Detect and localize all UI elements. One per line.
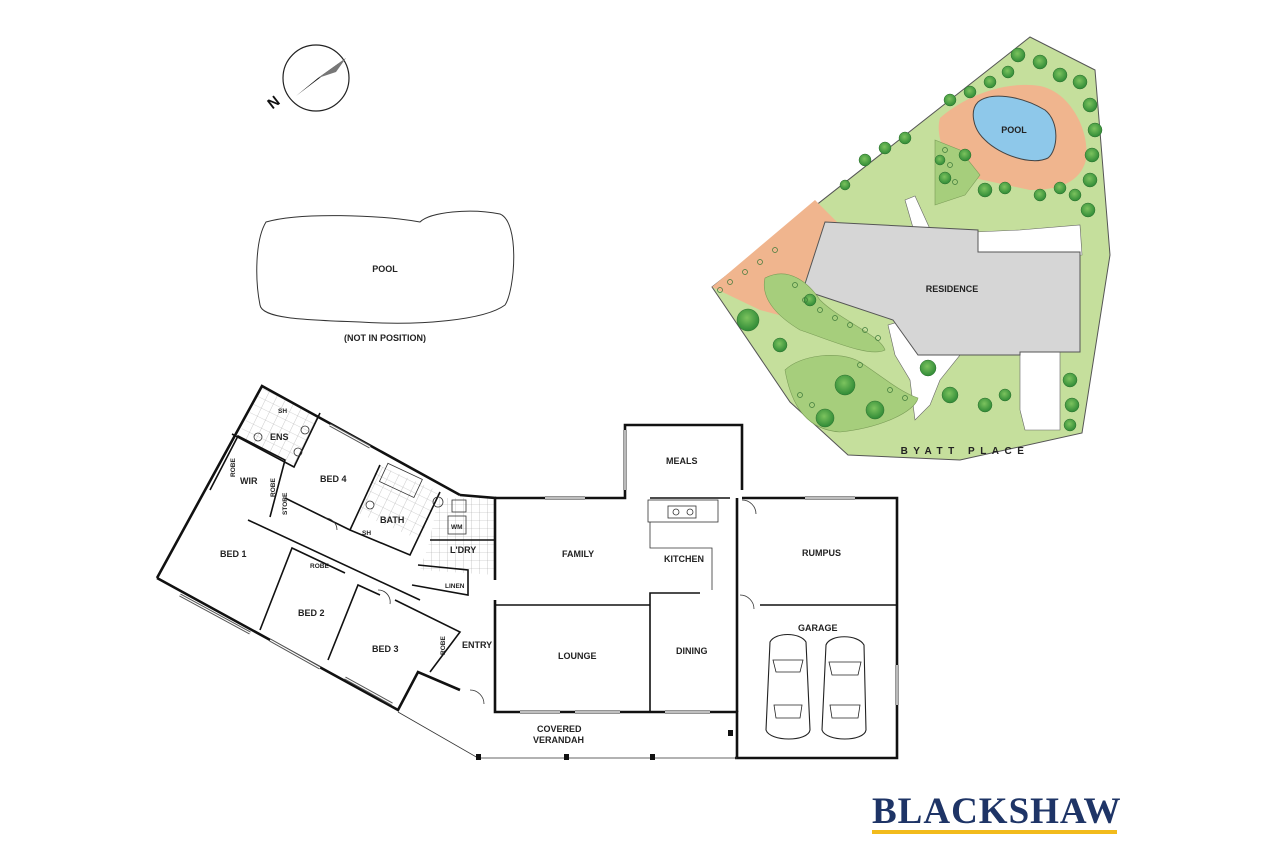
- label-robe-bed2: ROBE: [310, 563, 329, 570]
- label-garage: GARAGE: [798, 623, 838, 633]
- wall-bedroom-wing: [155, 384, 461, 579]
- label-kitchen: KITCHEN: [664, 554, 704, 564]
- compass-north-label: N: [264, 93, 283, 113]
- windows: [179, 423, 899, 714]
- kitchen-bench: [647, 499, 719, 523]
- kitchen-sink-icon: [667, 505, 697, 519]
- cooktop-burner-icon: [672, 508, 680, 516]
- label-rumpus: RUMPUS: [802, 548, 841, 558]
- site-garden-bed-c: [934, 139, 981, 206]
- site-pool-water: [972, 95, 1057, 162]
- toilet-icon: [432, 496, 444, 508]
- site-driveway: [1019, 349, 1061, 431]
- wall-bed3-entry: [394, 599, 462, 673]
- wall-ens: [231, 412, 321, 469]
- site-pool-label: POOL: [1001, 125, 1027, 135]
- basin-icon: [365, 500, 375, 510]
- wall-bed1-2: [259, 546, 346, 631]
- car-icon: [821, 636, 867, 740]
- label-robe-bed3: ROBE: [440, 636, 447, 655]
- cooktop-burner-icon: [686, 508, 694, 516]
- wall-wir: [209, 434, 286, 518]
- site-residence-roof: [802, 221, 1081, 356]
- label-robe-store: ROBE: [270, 478, 277, 497]
- wall-bed2-3: [327, 583, 381, 661]
- basin-icon: [253, 432, 263, 442]
- site-paving-west: [712, 200, 845, 318]
- washing-machine-icon: [447, 515, 467, 535]
- kitchen-island: [649, 522, 713, 590]
- label-store: STORE: [282, 492, 289, 515]
- label-verandah-line1: COVERED: [537, 724, 582, 734]
- label-meals: MEALS: [666, 456, 698, 466]
- label-family: FAMILY: [562, 549, 594, 559]
- brand-underline: [872, 830, 1117, 834]
- brand-logo: BLACKSHAW: [872, 791, 1122, 832]
- label-ens: ENS: [270, 432, 289, 442]
- label-sh-bath: SH: [362, 530, 371, 537]
- pool-label: POOL: [372, 264, 398, 274]
- site-shrubs: [717, 147, 958, 408]
- label-bed2: BED 2: [298, 608, 325, 618]
- site-garden-bed-b: [763, 273, 886, 353]
- toilet-icon: [300, 425, 310, 435]
- compass: N: [264, 44, 350, 113]
- label-entry: ENTRY: [462, 640, 492, 650]
- label-bed3: BED 3: [372, 644, 399, 654]
- house-floor-plan: SH ENS WIR ROBE ROBE STORE BED 4 BATH SH…: [155, 384, 899, 760]
- wall-bath: [349, 491, 441, 557]
- label-bath: BATH: [380, 515, 404, 525]
- tiled-laundry: [420, 498, 495, 575]
- tiled-bath: [358, 465, 440, 540]
- pool-outline: POOL (NOT IN POSITION): [256, 210, 515, 343]
- label-lounge: LOUNGE: [558, 651, 597, 661]
- wall-main-south: [493, 600, 739, 758]
- label-bed4: BED 4: [320, 474, 347, 484]
- bathtub-icon: [378, 462, 423, 499]
- label-wm: WM: [451, 524, 463, 531]
- wall-hall: [247, 519, 421, 601]
- compass-needle-tail-icon: [318, 58, 346, 78]
- basin-icon: [293, 447, 303, 457]
- site-trees: [736, 47, 1103, 432]
- label-sh-ensuite: SH: [278, 408, 287, 415]
- doors: [324, 499, 757, 705]
- wall-linen: [411, 564, 469, 596]
- label-linen: LINEN: [445, 583, 465, 590]
- label-verandah-line2: VERANDAH: [533, 735, 584, 745]
- label-wir: WIR: [240, 476, 258, 486]
- site-residence-label: RESIDENCE: [926, 284, 979, 294]
- label-dining: DINING: [676, 646, 708, 656]
- site-plan: POOL RESIDENCE: [711, 36, 1111, 461]
- pool-position-note: (NOT IN POSITION): [344, 333, 426, 343]
- label-laundry: L'DRY: [450, 545, 476, 555]
- wall-family-north: [495, 423, 744, 500]
- compass-circle: [282, 44, 350, 112]
- label-bed1: BED 1: [220, 549, 247, 559]
- trough-icon: [451, 499, 467, 513]
- wall-kitchen: [649, 592, 700, 712]
- car-icon: [765, 633, 811, 740]
- street-label: BYATT PLACE: [900, 446, 1030, 457]
- verandah-posts: [476, 730, 733, 760]
- label-robe-wir: ROBE: [230, 458, 237, 477]
